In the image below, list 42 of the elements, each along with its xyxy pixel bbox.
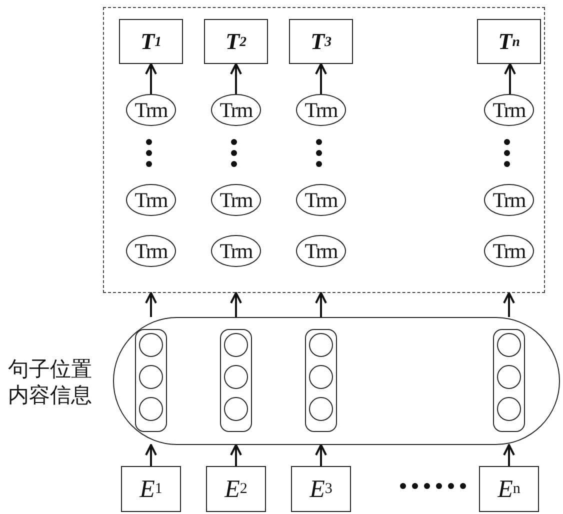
vector-circle	[309, 397, 333, 421]
vector-column-box	[305, 329, 337, 432]
vector-circle	[309, 365, 333, 389]
arrow	[145, 63, 157, 94]
vector-circle	[139, 365, 163, 389]
vector-column-box	[220, 329, 252, 432]
trm-ellipse: Trm	[296, 184, 346, 216]
trm-ellipse: Trm	[211, 94, 261, 126]
arrow	[504, 63, 516, 94]
arrow	[315, 292, 327, 317]
arrow	[145, 444, 157, 466]
vector-circle	[309, 333, 333, 357]
arrow	[230, 292, 242, 317]
vector-circle	[497, 333, 521, 357]
vector-circle	[224, 397, 248, 421]
trm-ellipse: Trm	[126, 184, 176, 216]
arrow	[315, 444, 327, 466]
arrow	[503, 444, 515, 466]
arrow	[145, 292, 157, 317]
trm-ellipse: Trm	[484, 94, 534, 126]
vector-circle	[139, 397, 163, 421]
trm-ellipse: Trm	[484, 184, 534, 216]
trm-ellipse: Trm	[296, 235, 346, 267]
arrow	[230, 63, 242, 94]
vector-circle	[224, 333, 248, 357]
arrow	[230, 444, 242, 466]
arrow	[503, 292, 515, 317]
trm-ellipse: Trm	[211, 184, 261, 216]
vector-column-box	[493, 329, 525, 432]
side-label: 句子位置内容信息	[8, 356, 93, 408]
transformer-group-box	[103, 7, 545, 293]
trm-ellipse: Trm	[126, 94, 176, 126]
vector-circle	[497, 365, 521, 389]
vector-circle	[139, 333, 163, 357]
trm-ellipse: Trm	[296, 94, 346, 126]
vector-circle	[224, 365, 248, 389]
arrow	[315, 63, 327, 94]
vector-circle	[497, 397, 521, 421]
trm-ellipse: Trm	[126, 235, 176, 267]
trm-ellipse: Trm	[484, 235, 534, 267]
vector-column-box	[135, 329, 167, 432]
trm-ellipse: Trm	[211, 235, 261, 267]
